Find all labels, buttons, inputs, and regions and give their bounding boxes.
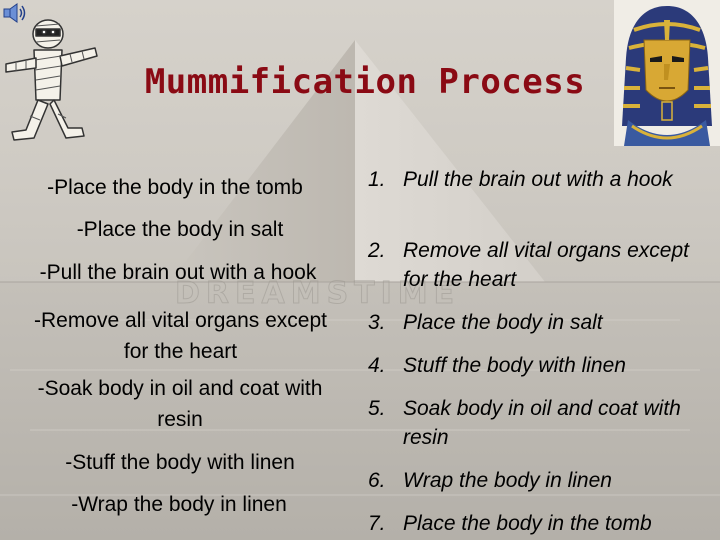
speaker-icon[interactable] — [2, 2, 28, 24]
ordered-step: 2. Remove all vital organs except for th… — [368, 236, 713, 294]
step-number: 7. — [368, 512, 386, 535]
unordered-step: -Soak body in oil and coat with resin — [37, 377, 323, 431]
pyramid-left-face — [170, 40, 355, 282]
step-text: Soak body in oil and coat with resin — [403, 397, 681, 449]
step-text: Pull the brain out with a hook — [403, 168, 673, 191]
step-text: Wrap the body in linen — [403, 469, 612, 492]
unordered-step: -Place the body in salt — [76, 218, 284, 241]
ordered-step: 6. Wrap the body in linen — [368, 466, 713, 495]
pyramid-right-face — [355, 40, 545, 282]
step-text: Place the body in salt — [403, 311, 603, 334]
ordered-step: 7. Place the body in the tomb — [368, 509, 713, 538]
step-number: 5. — [368, 397, 386, 420]
pharaoh-mask-image — [614, 0, 720, 146]
unordered-step: -Remove all vital organs except for the … — [34, 309, 327, 363]
step-number: 2. — [368, 239, 386, 262]
ordered-step: 5. Soak body in oil and coat with resin — [368, 394, 713, 452]
step-text: Remove all vital organs except for the h… — [403, 239, 689, 291]
ordered-step: 1. Pull the brain out with a hook — [368, 165, 713, 194]
watermark: DREAMSTIME — [175, 276, 460, 311]
unordered-step: -Place the body in the tomb — [47, 176, 303, 199]
step-number: 4. — [368, 354, 386, 377]
unordered-step: -Stuff the body with linen — [65, 451, 295, 474]
mummy-clipart — [5, 19, 98, 141]
sea-surface — [0, 282, 720, 540]
step-text: Stuff the body with linen — [403, 354, 626, 377]
ordered-step: 3. Place the body in salt — [368, 308, 713, 337]
step-text: Place the body in the tomb — [403, 512, 652, 535]
slide-title: Mummification Process — [144, 62, 586, 102]
step-number: 1. — [368, 168, 386, 191]
step-number: 3. — [368, 311, 386, 334]
unordered-step: -Wrap the body in linen — [71, 493, 287, 516]
unordered-step: -Pull the brain out with a hook — [39, 261, 317, 284]
step-number: 6. — [368, 469, 386, 492]
ordered-step: 4. Stuff the body with linen — [368, 351, 713, 380]
